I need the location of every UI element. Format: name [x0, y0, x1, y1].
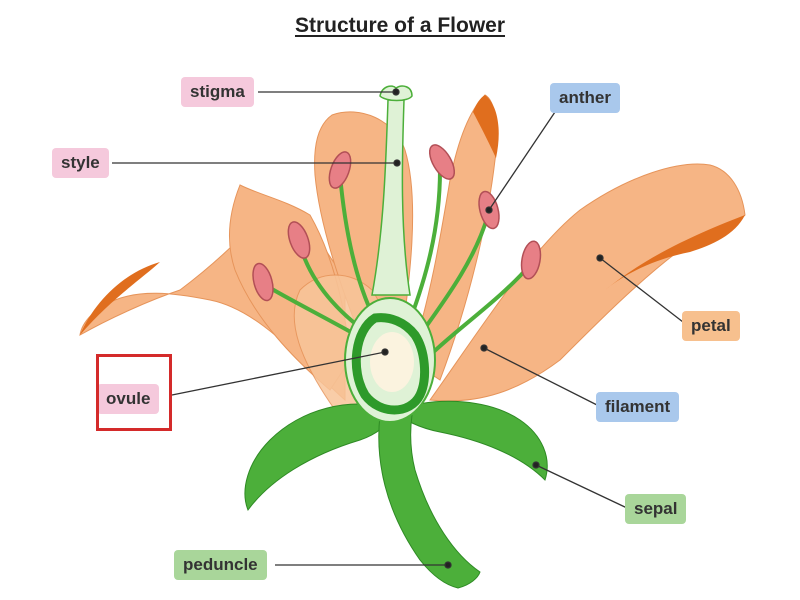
anther-6 — [520, 240, 542, 280]
leader-filament — [483, 347, 598, 406]
peduncle-stem — [378, 414, 481, 589]
label-filament: filament — [596, 392, 680, 422]
label-petal: petal — [682, 311, 740, 341]
filament-6 — [423, 263, 532, 362]
label-style: style — [52, 148, 109, 178]
style-tube — [371, 99, 411, 296]
leader-lines — [112, 88, 684, 569]
leader-petal — [599, 257, 684, 323]
ovule-highlight-box — [96, 354, 172, 431]
leader-sepal — [535, 464, 628, 509]
leader-anther — [488, 111, 556, 211]
leader-stigma-dot — [392, 88, 400, 96]
leader-filament-dot — [480, 344, 488, 352]
diagram-title-text: Structure of a Flower — [294, 14, 506, 37]
anther-3 — [328, 151, 352, 189]
anther-2 — [287, 221, 311, 259]
petals — [79, 94, 746, 411]
leader-anther-dot — [485, 206, 493, 214]
diagram-title: Structure of a Flower — [0, 14, 800, 38]
label-sepal: sepal — [625, 494, 687, 524]
leader-ovule — [171, 351, 386, 396]
sepals — [244, 400, 548, 512]
ovary-wall — [351, 313, 429, 415]
anther-4 — [428, 144, 456, 180]
sepal-right — [394, 400, 548, 481]
filament-4 — [408, 169, 442, 321]
leader-ovule-dot — [381, 348, 389, 356]
petal-right — [429, 163, 746, 402]
label-ovule: ovule — [97, 384, 160, 414]
petal-right-tall — [409, 94, 498, 381]
leader-style-dot — [393, 159, 401, 167]
leader-peduncle-dot — [444, 561, 452, 569]
petal-right-edge — [605, 215, 745, 290]
ovule-body — [370, 332, 414, 392]
sepal-left — [244, 403, 396, 512]
petal-right-tall-edge — [473, 95, 499, 158]
pistil — [344, 85, 436, 423]
label-stigma: stigma — [181, 77, 254, 107]
label-anther: anther — [550, 83, 620, 113]
filament-5 — [418, 214, 490, 337]
leader-sepal-dot — [532, 461, 540, 469]
anther-1 — [252, 262, 274, 302]
leader-petal-dot — [596, 254, 604, 262]
label-peduncle: peduncle — [174, 550, 267, 580]
